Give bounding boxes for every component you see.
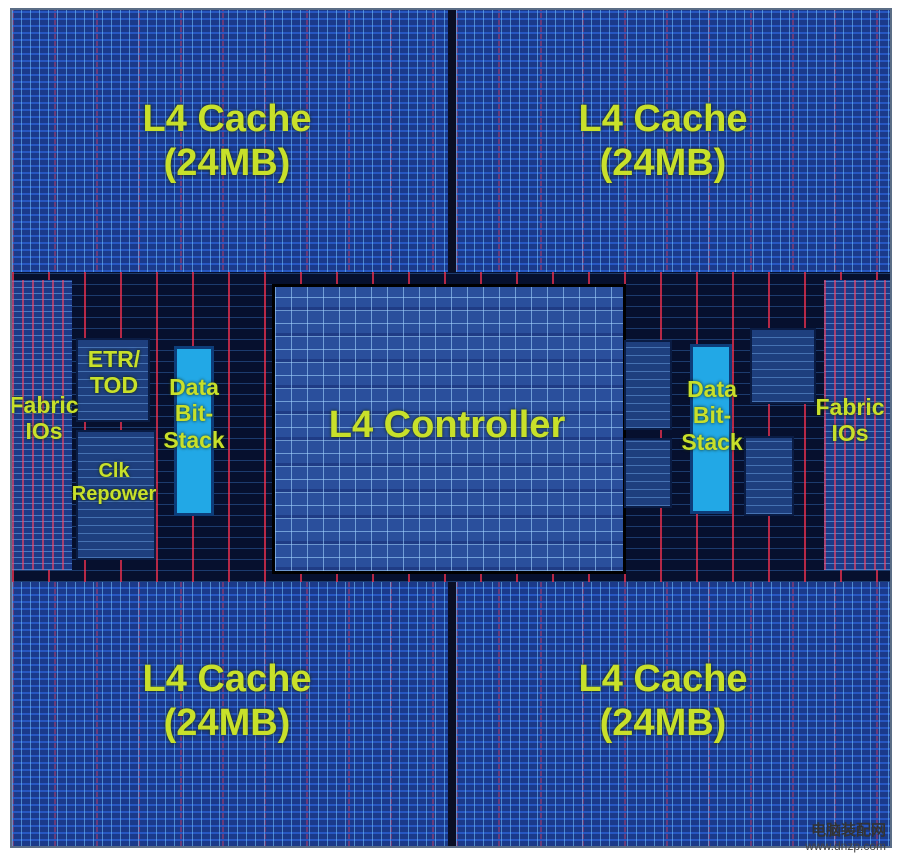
data-bitstack-left-block xyxy=(174,346,214,516)
l4-controller-block xyxy=(272,284,626,574)
cache-top-left xyxy=(12,10,448,272)
etr-tod-block xyxy=(76,338,150,422)
cache-bottom-right-label: L4 Cache (24MB) xyxy=(558,658,768,745)
fabric-left-line-1: Fabric xyxy=(10,392,79,418)
clk-repower-label: Clk Repower xyxy=(60,460,168,506)
data-bitstack-right-block xyxy=(690,344,732,514)
cache-bottom-right xyxy=(456,582,890,846)
clk-repower-block xyxy=(76,430,156,560)
chip-die: L4 Cache (24MB) L4 Cache (24MB) L4 Cache… xyxy=(10,8,892,848)
data-bitstack-right-label: Data Bit- Stack xyxy=(664,376,760,455)
right-logic-block-3 xyxy=(750,328,816,404)
etr-tod-line-2: TOD xyxy=(89,372,139,399)
cache-top-right xyxy=(456,10,890,272)
right-logic-block-2 xyxy=(624,438,672,508)
data-bitstack-left-line-1: Data xyxy=(169,374,219,400)
cache-top-right-name: L4 Cache xyxy=(578,98,748,140)
fabric-right-line-2: IOs xyxy=(831,420,869,447)
cache-top-right-size: (24MB) xyxy=(599,141,727,184)
cache-top-right-label: L4 Cache (24MB) xyxy=(558,98,768,185)
cache-bottom-right-name: L4 Cache xyxy=(578,658,748,700)
data-bitstack-left-label: Data Bit- Stack xyxy=(146,374,242,453)
fabric-left-label: Fabric IOs xyxy=(10,392,82,445)
etr-tod-line-1: ETR/ xyxy=(87,346,141,372)
clk-repower-line-1: Clk xyxy=(98,460,130,482)
right-logic-block-1 xyxy=(624,340,672,430)
site-watermark: 电脑装配网 www.dnzp.com xyxy=(805,823,886,853)
data-bitstack-right-line-3: Stack xyxy=(681,428,743,455)
data-bitstack-right-line-2: Bit- xyxy=(692,402,732,429)
fabric-right-label: Fabric IOs xyxy=(808,394,890,447)
fabric-right-line-1: Fabric xyxy=(815,394,885,420)
data-bitstack-left-line-2: Bit- xyxy=(174,400,214,427)
cache-top-left-size: (24MB) xyxy=(163,141,291,184)
cache-bottom-left-size: (24MB) xyxy=(163,701,291,744)
cache-bottom-right-size: (24MB) xyxy=(599,701,727,744)
watermark-title: 电脑装配网 xyxy=(810,822,886,840)
fabric-left-line-2: IOs xyxy=(25,418,63,445)
cache-top-left-name: L4 Cache xyxy=(142,98,312,140)
vertical-divider-top xyxy=(448,10,456,272)
clk-repower-line-2: Repower xyxy=(71,483,157,505)
cache-bottom-left-label: L4 Cache (24MB) xyxy=(122,658,332,745)
cache-top-left-label: L4 Cache (24MB) xyxy=(122,98,332,185)
data-bitstack-left-line-3: Stack xyxy=(163,426,225,453)
l4-controller-label: L4 Controller xyxy=(328,404,566,446)
fabric-io-right-strip xyxy=(824,280,890,570)
data-bitstack-right-line-1: Data xyxy=(687,376,737,402)
etr-tod-label: ETR/ TOD xyxy=(78,346,150,399)
right-logic-block-4 xyxy=(744,436,794,516)
cache-bottom-left xyxy=(12,582,448,846)
cache-bottom-left-name: L4 Cache xyxy=(142,658,312,700)
vertical-divider-bottom xyxy=(448,582,456,846)
fabric-io-left-strip xyxy=(12,280,72,570)
watermark-url: www.dnzp.com xyxy=(805,838,886,853)
